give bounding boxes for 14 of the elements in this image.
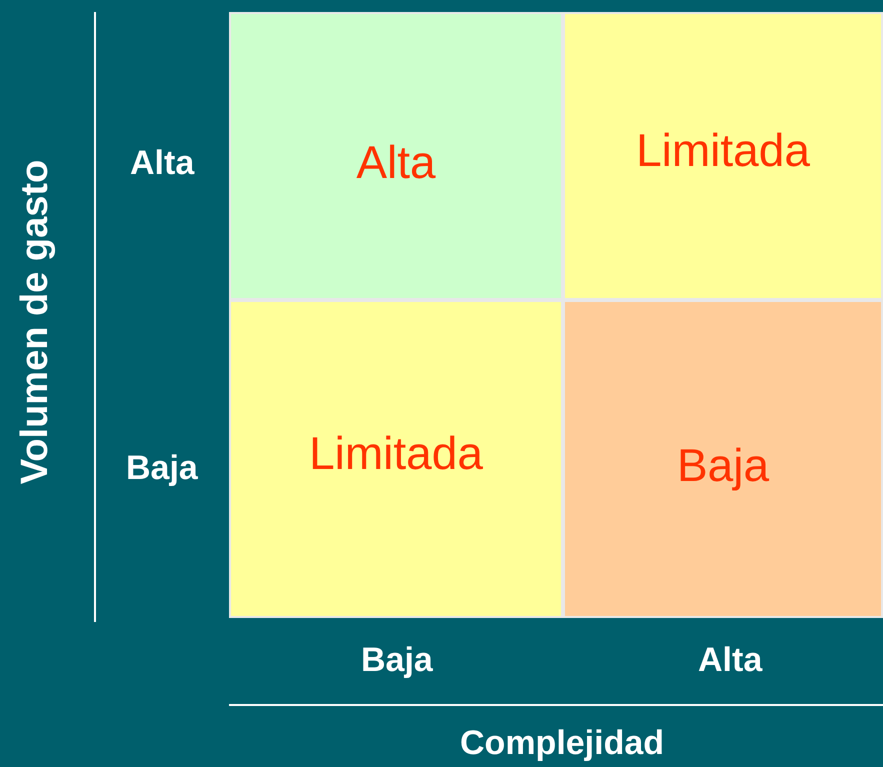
matrix-cell (563, 300, 883, 618)
cell-text: Baja (676, 442, 770, 488)
axis-label: Alta (130, 146, 194, 180)
axis-title: Volumen de gasto (16, 160, 54, 484)
matrix-cell (229, 12, 563, 300)
axis-title: Complejidad (460, 726, 664, 760)
axis-label: Alta (698, 643, 762, 677)
cell-text: Limitada (308, 430, 484, 476)
matrix-cell (229, 300, 563, 618)
cell-text: Alta (355, 139, 437, 185)
axis-label: Baja (361, 643, 433, 677)
cell-text: Limitada (635, 127, 811, 173)
axis-label: Baja (126, 451, 198, 485)
matrix-cell (563, 12, 883, 300)
